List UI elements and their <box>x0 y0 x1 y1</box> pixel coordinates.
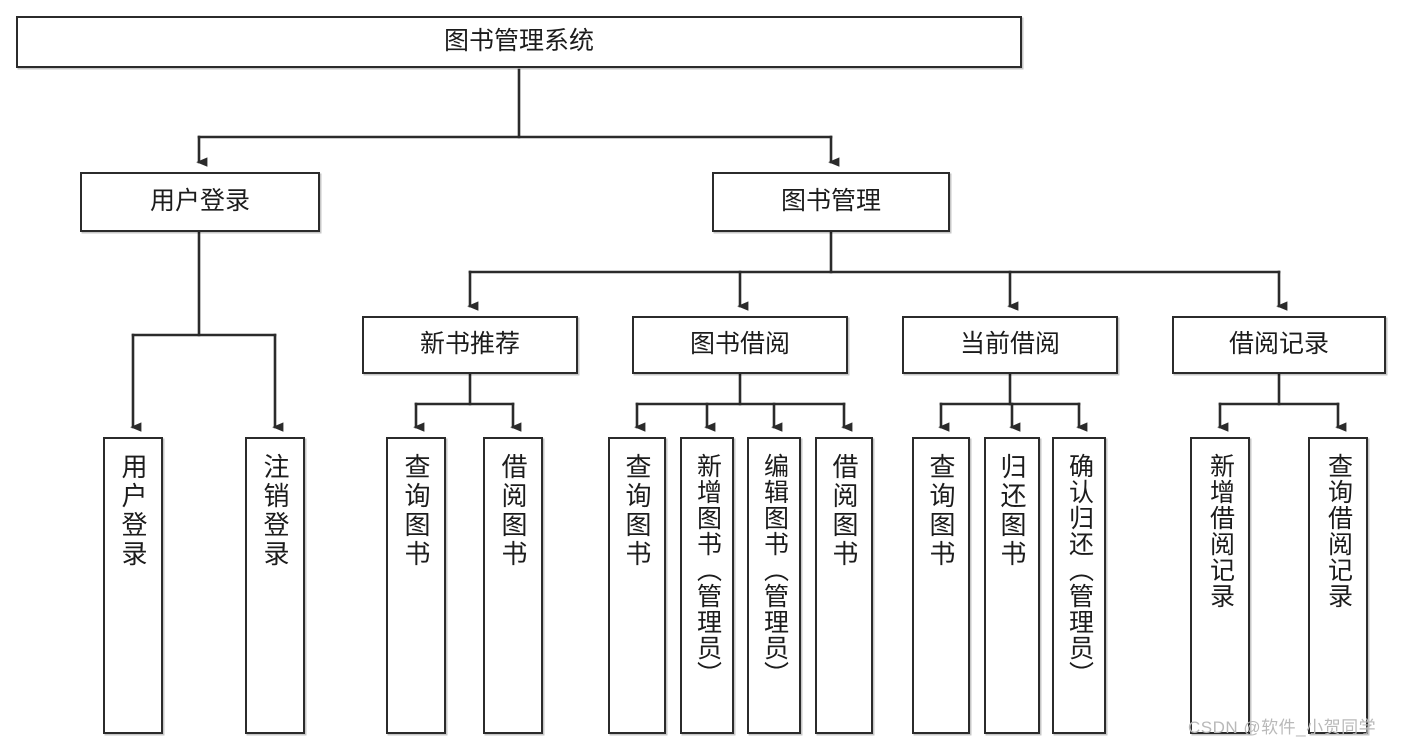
node-label: 查询图书 <box>926 453 956 569</box>
node-label: 新增图书（管理员） <box>693 453 722 687</box>
node-current-borrow[interactable]: 当前借阅 <box>902 316 1118 374</box>
node-label: 查询借阅记录 <box>1324 453 1353 609</box>
node-new-book-rec[interactable]: 新书推荐 <box>362 316 578 374</box>
node-leaf-bb-add-book[interactable]: 新增图书（管理员） <box>680 437 734 734</box>
node-label: 借阅图书 <box>829 453 859 569</box>
node-borrow-record[interactable]: 借阅记录 <box>1172 316 1386 374</box>
node-label: 当前借阅 <box>959 330 1060 359</box>
node-label: 用户登录 <box>118 453 148 569</box>
node-leaf-cb-query-book[interactable]: 查询图书 <box>912 437 970 734</box>
node-label: 新书推荐 <box>419 330 520 359</box>
node-label: 查询图书 <box>622 453 652 569</box>
node-user-login[interactable]: 用户登录 <box>80 172 320 232</box>
node-label: 归还图书 <box>997 453 1027 569</box>
node-leaf-cb-return-book[interactable]: 归还图书 <box>984 437 1040 734</box>
node-label: 新增借阅记录 <box>1206 453 1235 609</box>
node-book-borrow[interactable]: 图书借阅 <box>632 316 848 374</box>
node-leaf-user-login[interactable]: 用户登录 <box>103 437 163 734</box>
node-label: 图书管理 <box>780 187 881 216</box>
node-label: 编辑图书（管理员） <box>760 453 789 687</box>
node-root-system[interactable]: 图书管理系统 <box>16 16 1022 68</box>
node-leaf-user-logout[interactable]: 注销登录 <box>245 437 305 734</box>
node-leaf-br-query-record[interactable]: 查询借阅记录 <box>1308 437 1368 734</box>
node-leaf-bb-borrow-book[interactable]: 借阅图书 <box>815 437 873 734</box>
node-leaf-rec-query-book[interactable]: 查询图书 <box>386 437 446 734</box>
node-label: 注销登录 <box>260 453 290 569</box>
node-book-manage[interactable]: 图书管理 <box>712 172 950 232</box>
node-label: 查询图书 <box>401 453 431 569</box>
node-leaf-bb-query-book[interactable]: 查询图书 <box>608 437 666 734</box>
node-label: 借阅记录 <box>1228 330 1329 359</box>
node-leaf-br-add-record[interactable]: 新增借阅记录 <box>1190 437 1250 734</box>
node-leaf-cb-confirm-return[interactable]: 确认归还（管理员） <box>1052 437 1106 734</box>
node-label: 确认归还（管理员） <box>1065 453 1094 687</box>
csdn-watermark: CSDN @软件_小贺同学 <box>1188 718 1377 737</box>
node-label: 图书借阅 <box>689 330 790 359</box>
node-label: 图书管理系统 <box>443 27 594 56</box>
node-label: 借阅图书 <box>498 453 528 569</box>
node-leaf-bb-edit-book[interactable]: 编辑图书（管理员） <box>747 437 801 734</box>
node-leaf-rec-borrow-book[interactable]: 借阅图书 <box>483 437 543 734</box>
node-label: 用户登录 <box>149 187 250 216</box>
